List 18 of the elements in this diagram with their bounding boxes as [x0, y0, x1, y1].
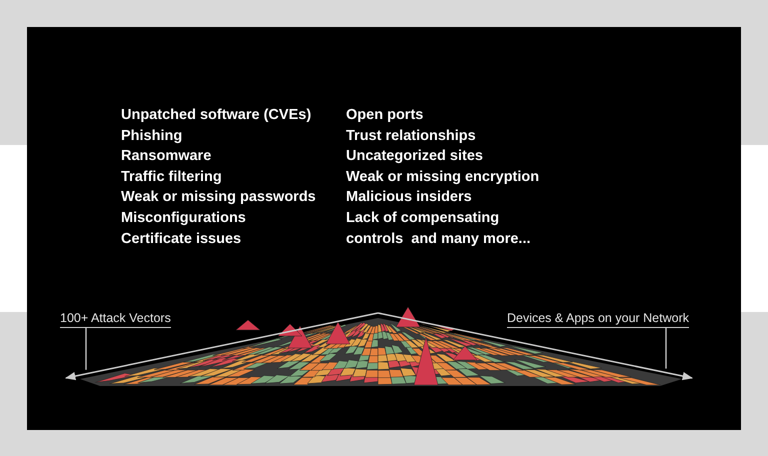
- axis-label: 100+ Attack Vectors: [60, 311, 171, 328]
- axis-label: Devices & Apps on your Network: [506, 311, 689, 328]
- list-item: Lack of compensating: [346, 209, 500, 227]
- list-item: Traffic filtering: [121, 168, 222, 186]
- list-item: Weak or missing passwords: [121, 188, 316, 206]
- list-item: Open ports: [346, 106, 424, 124]
- list-item: Unpatched software (CVEs): [121, 106, 312, 124]
- leader-line: [665, 328, 667, 369]
- list-item: Weak or missing encryption: [346, 168, 540, 186]
- list-item: Ransomware: [121, 147, 212, 166]
- list-item: Malicious insiders: [346, 188, 472, 206]
- list-item: Certificate issues: [121, 230, 242, 248]
- list-item: Trust relationships: [346, 126, 476, 145]
- list-item: controls and many more...: [346, 230, 531, 248]
- list-item: Misconfigurations: [121, 209, 246, 227]
- leader-line: [85, 328, 87, 370]
- list-item: Phishing: [121, 126, 182, 145]
- list-item: Uncategorized sites: [346, 147, 483, 166]
